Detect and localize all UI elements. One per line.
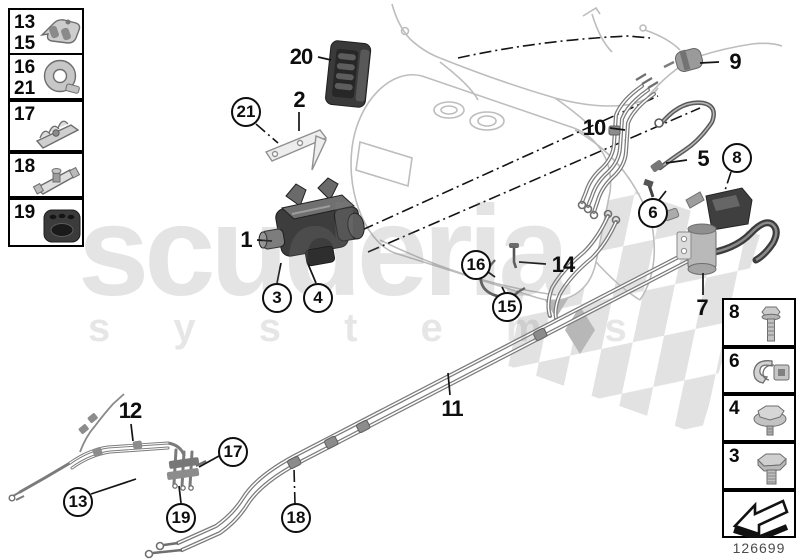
charcoal-filter-drawing: [325, 40, 372, 108]
diagnosis-pump-drawing: [258, 177, 365, 267]
part-box-label: 16: [14, 57, 36, 78]
callout-20[interactable]: 20: [289, 44, 314, 69]
callout-4[interactable]: 4: [303, 283, 333, 313]
callout-21[interactable]: 21: [231, 97, 261, 127]
part-box-17[interactable]: 17: [8, 100, 84, 152]
callout-8[interactable]: 8: [722, 143, 752, 173]
long-bolt-icon: [761, 306, 781, 342]
line-holder-icon: [35, 120, 80, 149]
part-box-label: 3: [729, 446, 740, 467]
clip-nut-icon: [753, 360, 790, 384]
part-box-label: 19: [14, 202, 36, 223]
part-box-19[interactable]: 19: [8, 198, 84, 247]
flanged-bolt-icon: [753, 405, 787, 436]
part-box-label: 17: [14, 104, 36, 125]
part-box-label: 18: [14, 156, 36, 177]
callout-17[interactable]: 17: [218, 437, 248, 467]
callout-1[interactable]: 1: [240, 227, 252, 252]
part-box-label: 4: [729, 398, 740, 419]
callout-7[interactable]: 7: [696, 295, 708, 320]
diagram-part-number: 126699: [732, 540, 786, 556]
part-box-8[interactable]: 8: [722, 298, 796, 347]
callout-10[interactable]: 10: [582, 115, 607, 140]
rubber-holder-icon: [43, 209, 81, 243]
part-box-4[interactable]: 4: [722, 394, 796, 442]
part-box-label: 15: [14, 33, 36, 54]
part-box-18[interactable]: 18: [8, 152, 84, 198]
mounting-bracket-icon: [32, 166, 81, 195]
direction-arrow-icon: [732, 499, 789, 538]
leader-lines: [90, 56, 720, 504]
front-fuel-lines-drawing: [8, 393, 207, 502]
callout-3[interactable]: 3: [262, 283, 292, 313]
callout-6[interactable]: 6: [638, 198, 668, 228]
hose-clip-icon: [43, 59, 80, 94]
callout-9[interactable]: 9: [729, 49, 741, 74]
pipe-clamp-icon: [39, 19, 81, 44]
part-box-label: 21: [14, 78, 36, 99]
callout-2[interactable]: 2: [293, 87, 305, 112]
callout-15[interactable]: 15: [492, 292, 522, 322]
part-box-6[interactable]: 6: [722, 347, 796, 394]
callout-13[interactable]: 13: [63, 487, 93, 517]
part-box-3[interactable]: 3: [722, 442, 796, 490]
bracket-drawing: [264, 129, 328, 171]
vent-valve-drawing: [663, 48, 704, 72]
direction-arrow-box[interactable]: [722, 490, 796, 538]
main-fuel-line-drawing: [144, 248, 698, 559]
part-box-label: 6: [729, 351, 740, 372]
callout-12[interactable]: 12: [118, 398, 143, 423]
callout-18[interactable]: 18: [281, 503, 311, 533]
callout-5[interactable]: 5: [697, 146, 709, 171]
part-box-label: 8: [729, 302, 740, 323]
callout-11[interactable]: 11: [441, 396, 463, 421]
callout-14[interactable]: 14: [551, 252, 576, 277]
part-box-label: 13: [14, 12, 36, 33]
hex-bolt-icon: [757, 453, 787, 485]
tank-feed-lines-drawing: [546, 214, 618, 320]
callout-19[interactable]: 19: [166, 503, 196, 533]
part-box-16-21[interactable]: 16 21: [8, 53, 84, 100]
callout-16[interactable]: 16: [461, 250, 491, 280]
part-box-13-15[interactable]: 13 15: [8, 8, 84, 55]
fuel-filter-drawing: [663, 187, 780, 275]
